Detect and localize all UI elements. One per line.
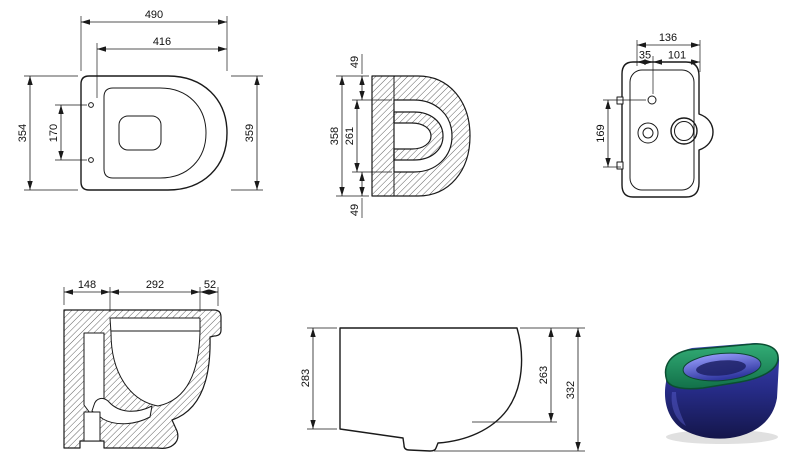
- dim-label-52: 52: [204, 279, 216, 291]
- section-wall-hatched: [371, 75, 471, 197]
- mounting-face-outline: [629, 69, 695, 191]
- dim-section-inner-height: 261: [344, 99, 392, 173]
- dim-label-332: 332: [565, 381, 577, 399]
- dim-section-bottom-wall: 49: [349, 172, 365, 218]
- seat-opening-outline: [103, 87, 207, 179]
- inlet-inner-circle: [642, 127, 654, 139]
- drain-outer-circle: [670, 117, 698, 145]
- dim-label-261: 261: [344, 127, 356, 145]
- toilet-top-outline: [80, 75, 228, 191]
- dim-top-overall-width: 490: [80, 9, 228, 71]
- render-body-highlight: [671, 392, 686, 426]
- dim-label-359: 359: [244, 124, 256, 142]
- dim-label-263: 263: [538, 366, 550, 384]
- dim-label-136: 136: [659, 32, 677, 44]
- side-profile-view: 283 263 332: [300, 327, 585, 452]
- drain-inner-circle: [674, 121, 694, 141]
- seat-hole-top: [88, 102, 94, 108]
- dim-top-right-height: 359: [231, 75, 263, 191]
- outlet-channel: [83, 411, 101, 442]
- dim-label-148: 148: [78, 279, 96, 291]
- dim-rear-offset-right: 101: [653, 50, 700, 65]
- dim-sidesection-back-depth: 148: [63, 279, 111, 312]
- dim-label-169: 169: [595, 124, 607, 142]
- fixing-notch-top: [616, 96, 624, 105]
- seat-hole-bottom: [88, 157, 94, 163]
- dim-label-101: 101: [668, 50, 686, 62]
- top-view: 490 416 354 170 359: [17, 9, 263, 191]
- dim-label-35: 35: [639, 50, 651, 62]
- dim-label-283: 283: [300, 369, 312, 387]
- render-3d: [664, 343, 780, 444]
- fixing-notch-bottom: [616, 161, 624, 170]
- dim-top-left-height: 354: [17, 75, 78, 191]
- inner-bowl-wall-hatched: [393, 111, 444, 161]
- dim-label-49-top: 49: [349, 56, 361, 68]
- inlet-outer-circle: [637, 122, 659, 144]
- dim-sidesection-bowl-depth: 292: [110, 279, 201, 312]
- dim-label-170: 170: [48, 124, 60, 142]
- dim-label-292: 292: [146, 279, 164, 291]
- trapway-channel: [91, 397, 153, 425]
- dim-label-49-bottom: 49: [349, 204, 361, 216]
- dim-label-354: 354: [17, 124, 29, 142]
- water-spot-outline: [118, 115, 162, 151]
- dim-rear-offset-left: 35: [637, 50, 653, 65]
- dim-side-overall-height: 332: [434, 328, 585, 452]
- rear-silhouette: [621, 61, 714, 198]
- dim-top-hole-spacing: 170: [48, 104, 87, 161]
- rear-view: 136 35 101 169: [595, 32, 714, 198]
- side-profile-outline: [339, 327, 523, 452]
- dim-section-overall-height: 358: [329, 75, 369, 197]
- bowl-cavity: [109, 317, 201, 407]
- dim-label-416: 416: [153, 36, 171, 48]
- dim-top-inner-width: 416: [96, 36, 227, 98]
- dim-sidesection-front-rim: 52: [200, 279, 219, 306]
- dim-side-left-height: 283: [300, 327, 337, 430]
- supply-hole: [647, 95, 657, 105]
- dim-side-right-height: 263: [472, 327, 585, 423]
- dim-rear-vertical-spacing: 169: [595, 99, 646, 168]
- side-section-view: 148 292 52: [63, 279, 222, 449]
- dim-label-358: 358: [329, 127, 341, 145]
- dim-label-490: 490: [145, 9, 163, 21]
- dim-section-top-wall: 49: [349, 54, 365, 100]
- horizontal-section-view: 358 261 49 49: [329, 54, 471, 218]
- render-bowl-water: [696, 360, 746, 376]
